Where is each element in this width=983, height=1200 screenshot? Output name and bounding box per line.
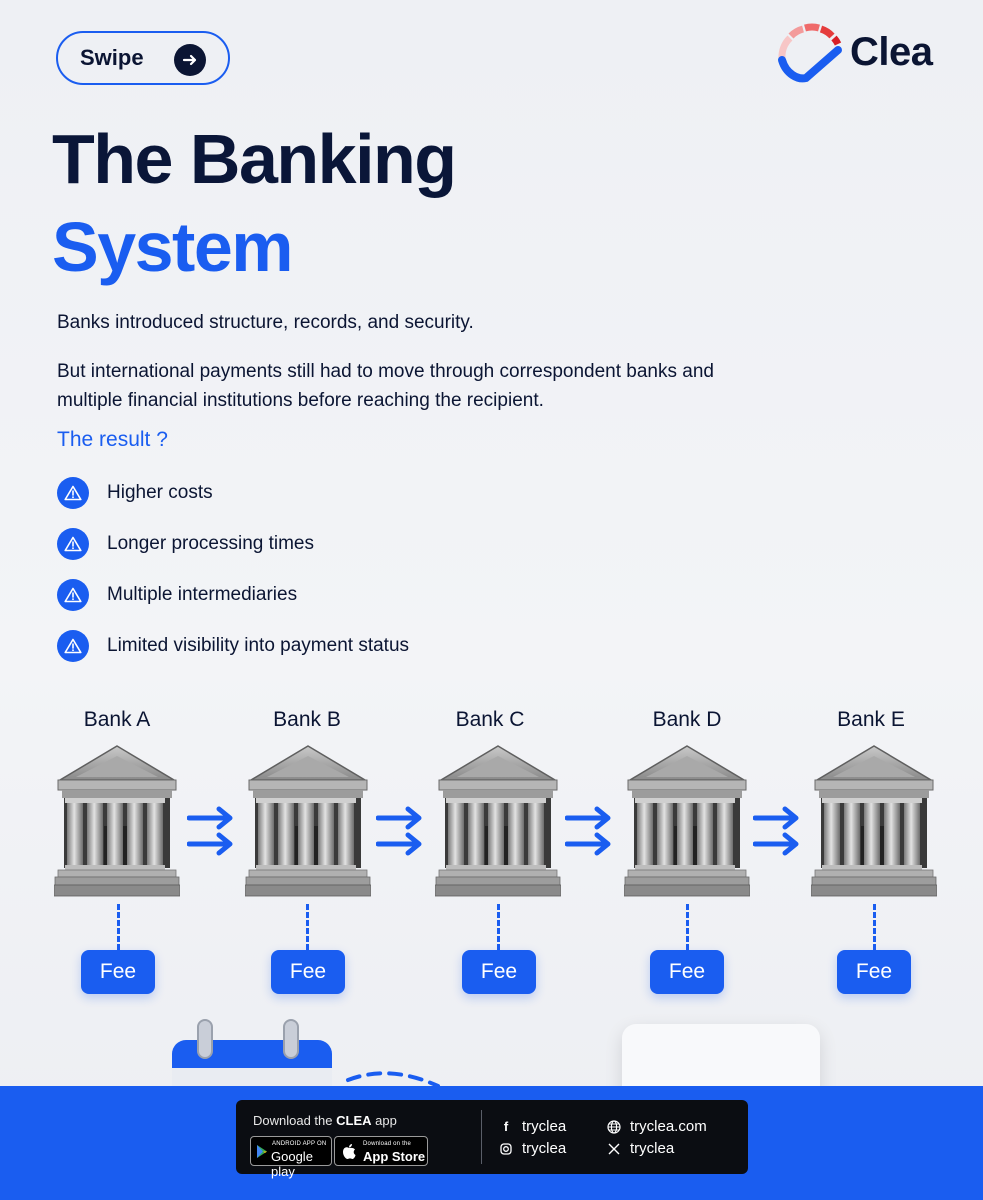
warning-icon — [57, 630, 89, 662]
swipe-label: Swipe — [80, 45, 144, 70]
issue-label: Limited visibility into payment status — [107, 635, 410, 656]
facebook-handle: tryclea — [522, 1118, 567, 1135]
fee-badge: Fee — [462, 950, 536, 994]
fee-connector — [873, 904, 876, 950]
double-arrow-icon — [564, 806, 613, 856]
issue-label: Higher costs — [107, 482, 213, 503]
instagram-handle: tryclea — [522, 1140, 567, 1157]
clea-logo: Clea — [776, 22, 946, 86]
app-store-big: App Store — [363, 1149, 426, 1164]
x-link[interactable]: tryclea — [606, 1140, 674, 1157]
google-play-small: ANDROID APP ON — [272, 1141, 327, 1147]
download-prefix: Download the — [253, 1113, 337, 1128]
issue-label: Longer processing times — [107, 533, 314, 554]
bank-label: Bank B — [273, 708, 341, 731]
bank-building-icon — [623, 742, 751, 898]
bank-label: Bank D — [652, 708, 722, 731]
fee-connector — [117, 904, 120, 950]
website-url: tryclea.com — [630, 1118, 707, 1135]
download-text: Download the CLEA app — [253, 1113, 397, 1128]
double-arrow-icon — [752, 806, 801, 856]
instagram-link[interactable]: tryclea — [498, 1140, 566, 1157]
intro-paragraph: Banks introduced structure, records, and… — [57, 312, 474, 333]
clea-logo-icon — [778, 23, 842, 83]
bank-building-icon — [53, 742, 181, 898]
bank-building-icon — [434, 742, 562, 898]
fee-badge: Fee — [271, 950, 345, 994]
globe-icon — [606, 1119, 622, 1134]
fee-badge: Fee — [837, 950, 911, 994]
footer-bar: Download the CLEA app ANDROID APP ON Goo… — [0, 1086, 983, 1200]
page-title-line1: The Banking — [52, 120, 457, 198]
apple-icon — [343, 1144, 356, 1159]
swipe-button[interactable]: Swipe — [56, 31, 230, 85]
bank-building-icon — [244, 742, 372, 898]
fee-badge: Fee — [650, 950, 724, 994]
bank-building-icon — [810, 742, 938, 898]
list-item: Higher costs — [57, 477, 213, 509]
bank-label: Bank A — [83, 708, 151, 731]
page-title-line2: System — [52, 208, 294, 286]
fee-connector — [497, 904, 500, 950]
app-store-small: Download on the — [363, 1141, 412, 1147]
instagram-icon — [498, 1142, 514, 1155]
detail-paragraph: But international payments still had to … — [57, 361, 714, 411]
x-handle: tryclea — [630, 1140, 675, 1157]
footer-divider — [481, 1110, 482, 1164]
logo-text: Clea — [850, 30, 933, 74]
google-play-button[interactable]: ANDROID APP ON Google play — [250, 1136, 332, 1179]
double-arrow-icon — [186, 806, 235, 856]
issue-label: Multiple intermediaries — [107, 584, 298, 605]
warning-icon — [57, 579, 89, 611]
fee-connector — [306, 904, 309, 950]
warning-icon — [57, 477, 89, 509]
bank-label: Bank C — [455, 708, 525, 731]
fee-connector — [686, 904, 689, 950]
bank-label: Bank E — [837, 708, 905, 731]
footer-panel: Download the CLEA app ANDROID APP ON Goo… — [236, 1100, 748, 1179]
result-heading: The result ? — [57, 428, 168, 451]
facebook-icon: f — [503, 1119, 509, 1134]
google-play-icon — [257, 1145, 267, 1158]
download-brand: CLEA — [336, 1113, 372, 1128]
list-item: Multiple intermediaries — [57, 579, 297, 611]
double-arrow-icon — [375, 806, 424, 856]
arrow-right-icon — [174, 44, 206, 76]
dashed-path — [346, 1071, 440, 1088]
fee-badge: Fee — [81, 950, 155, 994]
google-play-big: Google play — [271, 1149, 313, 1179]
website-link[interactable]: tryclea.com — [606, 1118, 707, 1135]
list-item: Longer processing times — [57, 528, 314, 560]
x-icon — [606, 1143, 622, 1155]
download-suffix: app — [371, 1113, 397, 1128]
list-item: Limited visibility into payment status — [57, 630, 409, 662]
facebook-link[interactable]: f tryclea — [498, 1118, 566, 1135]
app-store-button[interactable]: Download on the App Store — [334, 1136, 428, 1166]
warning-icon — [57, 528, 89, 560]
